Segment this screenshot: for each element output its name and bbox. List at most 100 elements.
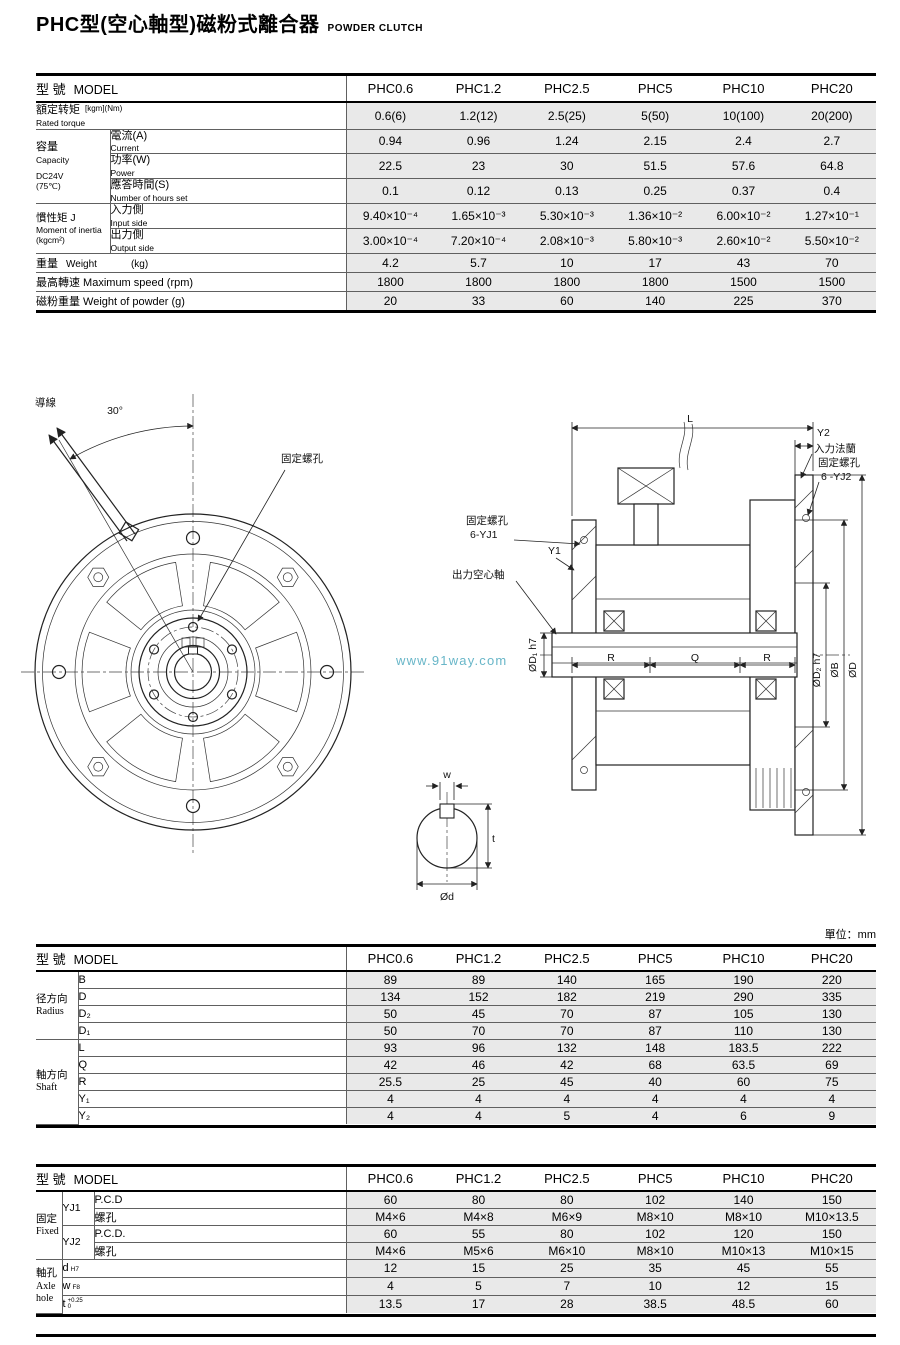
spec-value: 1.65×10⁻³	[434, 203, 523, 230]
terminal-block	[181, 637, 191, 648]
spec-value: 1800	[522, 272, 611, 293]
spec-value: 225	[699, 291, 788, 311]
fix-value: 17	[434, 1295, 523, 1313]
label-yj1: 6-YJ1	[470, 529, 498, 541]
label-t: t	[62, 1298, 66, 1311]
dim-value: 148	[611, 1039, 700, 1057]
label-en: Input side	[110, 218, 148, 229]
yj2-hole	[802, 788, 810, 796]
unit-note: 單位：mm	[824, 929, 876, 941]
table-row: D₁ 50 70 70 87 110 130	[36, 1022, 876, 1040]
spec-value: 70	[787, 253, 876, 274]
hollow-shaft	[551, 632, 798, 678]
spec-value: 1500	[699, 272, 788, 293]
fix-value: M4×6	[346, 1242, 435, 1260]
spec-value: 0.37	[699, 178, 788, 205]
fix-value: 80	[522, 1191, 612, 1209]
dim-row-label: B	[78, 971, 347, 989]
label-zh: 軸孔	[36, 1267, 57, 1280]
spec-value: 1.24	[522, 129, 611, 155]
spec-value: 4.2	[346, 253, 435, 274]
fix-value: 55	[787, 1259, 876, 1278]
fix-value: 28	[522, 1295, 612, 1313]
fix-value: 12	[699, 1277, 788, 1296]
technical-drawing: 30° 導線 固定螺孔	[21, 394, 866, 903]
dim-value: 4	[611, 1107, 700, 1124]
dim-value: 45	[434, 1005, 523, 1023]
hub-inner-ring	[157, 636, 229, 708]
model-col-header: PHC0.6	[346, 76, 435, 103]
flange-hex-bolts	[87, 567, 299, 777]
label-dc24v: DC24V	[36, 171, 64, 182]
table-row: 容量 Capacity DC24V (75℃) 電流(A)Current 0.9…	[36, 129, 876, 205]
label-unit: [kgm](Nm)	[85, 103, 123, 113]
dim-label-L: L	[687, 413, 693, 425]
label-zh: 慣性矩 J	[36, 212, 76, 224]
dim-value: 132	[522, 1039, 611, 1057]
label-temp: (75℃)	[36, 181, 61, 192]
label-zh: 入力側	[110, 204, 144, 217]
spec-value: 1.36×10⁻²	[611, 203, 700, 230]
spec-value: 2.08×10⁻³	[522, 228, 611, 255]
keyway-detail: w t Ød	[416, 769, 495, 903]
spec-value: 10	[522, 253, 611, 274]
dim-value: 60	[699, 1073, 788, 1091]
fix-value: M5×6	[434, 1242, 523, 1260]
model-col-header: PHC0.6	[346, 1167, 435, 1192]
label-en: Number of hours set	[110, 193, 188, 204]
dim-value: 63.5	[699, 1056, 788, 1074]
dim-row-label: L	[78, 1039, 347, 1057]
spec-value: 5.30×10⁻³	[522, 203, 611, 230]
fix-value: 15	[787, 1277, 876, 1296]
dim-label-w: w	[442, 769, 451, 781]
fix-value: 10	[611, 1277, 700, 1296]
dim-value: 4	[346, 1107, 435, 1124]
dim-value: 4	[346, 1090, 435, 1108]
dim-value: 6	[699, 1107, 788, 1124]
fix-value: 38.5	[611, 1295, 700, 1313]
table-row: YJ2 P.C.D. 60 55 80 102 120 150	[36, 1225, 876, 1260]
dim-value: 4	[699, 1090, 788, 1108]
model-header-zh: 型 號	[36, 82, 66, 97]
label-en: hole	[36, 1292, 54, 1304]
dim-value: 42	[522, 1056, 611, 1074]
spec-value: 1800	[434, 272, 523, 293]
spec-value: 2.15	[611, 129, 700, 155]
hub-outer-ring	[130, 609, 256, 735]
fix-value: M10×15	[787, 1242, 876, 1260]
spec-value: 2.4	[699, 129, 788, 155]
dim-label-B: ØB	[829, 662, 841, 677]
dim-row-label: D₂	[78, 1005, 347, 1023]
spec-value: 370	[787, 291, 876, 311]
label-zh: 重量	[36, 258, 58, 271]
fix-value: 60	[346, 1191, 435, 1209]
dim-value: 222	[787, 1039, 876, 1057]
spec-value: 7.20×10⁻⁴	[434, 228, 523, 255]
wire	[678, 421, 686, 469]
label-zh: 磁粉重量 Weight of powder (g)	[36, 296, 185, 309]
dim-row-label: Q	[78, 1056, 347, 1074]
spec-value: 1800	[611, 272, 700, 293]
label-zh: 軸方向	[36, 1068, 68, 1081]
label-en: Output side	[110, 243, 154, 253]
fix-value: 15	[434, 1259, 523, 1278]
dim-value: 68	[611, 1056, 700, 1074]
table-row: 應答時間(S)Number of hours set 0.1 0.12 0.13…	[36, 178, 876, 205]
dim-value: 182	[522, 988, 611, 1006]
coil-stem	[633, 503, 659, 546]
model-col-header: PHC10	[699, 1167, 788, 1192]
